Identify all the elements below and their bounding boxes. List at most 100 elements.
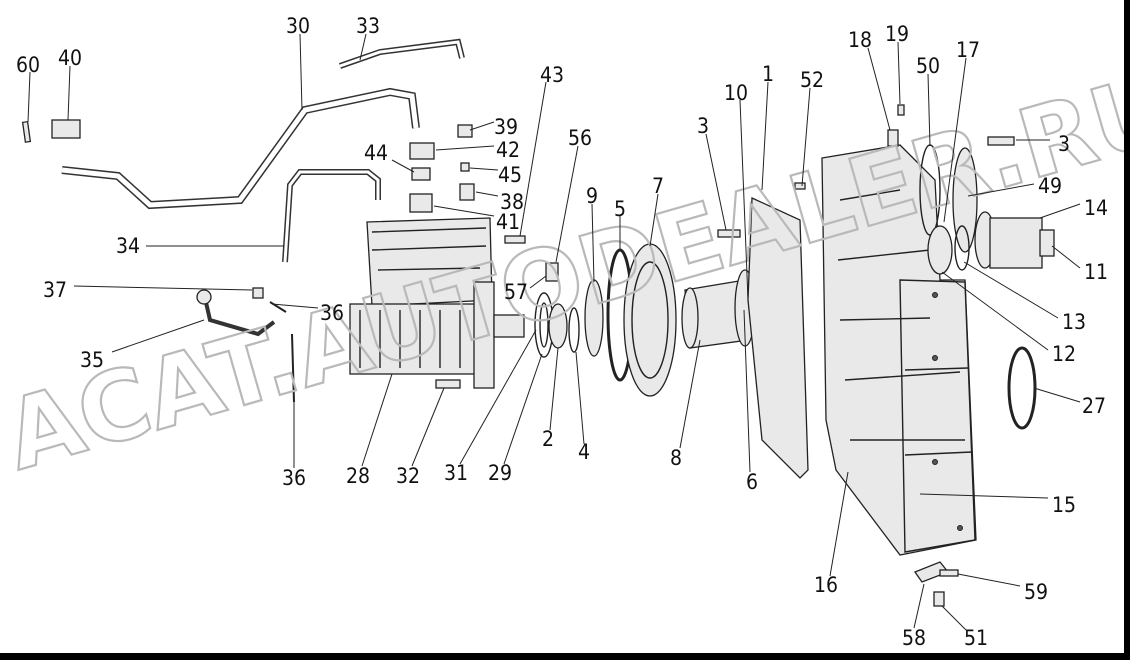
- part-33-hose: [339, 38, 465, 69]
- part-12-gear: [927, 225, 953, 275]
- callout-label-5: 5: [614, 197, 626, 221]
- leader-line-59: [957, 573, 1021, 587]
- part-51-bolt: [933, 591, 945, 607]
- callout-label-52: 52: [800, 68, 824, 92]
- leader-line-8: [679, 339, 701, 449]
- callout-label-50: 50: [916, 54, 940, 78]
- leader-line-6: [743, 309, 751, 473]
- part-37-bolt: [252, 287, 264, 299]
- parts-drawing: [21, 38, 1055, 607]
- part-35-line: [203, 297, 276, 337]
- leader-line-43: [519, 81, 547, 237]
- part-38-fitting: [459, 183, 475, 201]
- callout-label-28: 28: [346, 464, 370, 488]
- callout-label-19: 19: [885, 22, 909, 46]
- leader-line-9: [591, 203, 595, 283]
- leader-line-49: [967, 183, 1035, 197]
- part-13-ring: [954, 225, 970, 271]
- leader-line-7: [649, 193, 659, 247]
- leader-line-4: [575, 351, 585, 445]
- callout-label-39: 39: [494, 115, 518, 139]
- callout-label-45: 45: [498, 163, 522, 187]
- part-43-bolt: [504, 235, 526, 244]
- part-28-compressor: [349, 217, 525, 389]
- leader-line-27: [1033, 387, 1081, 403]
- callout-label-29: 29: [488, 461, 512, 485]
- leader-line-52: [801, 87, 811, 187]
- leader-line-37: [73, 285, 253, 291]
- leader-line-32: [411, 387, 445, 467]
- callout-label-17: 17: [956, 38, 980, 62]
- callout-label-16: 16: [814, 573, 838, 597]
- leader-line-16: [829, 471, 849, 577]
- leader-line-50: [927, 73, 931, 147]
- callout-label-35: 35: [80, 348, 104, 372]
- callout-label-34: 34: [116, 234, 140, 258]
- leader-line-60: [27, 71, 31, 123]
- callout-label-9: 9: [586, 184, 598, 208]
- callout-label-12: 12: [1052, 342, 1076, 366]
- leader-line-11: [1051, 245, 1081, 269]
- callout-label-40: 40: [58, 46, 82, 70]
- part-42-nut: [409, 142, 435, 160]
- leader-line-29: [503, 353, 543, 465]
- callout-label-41: 41: [496, 210, 520, 234]
- callout-label-60: 60: [16, 53, 40, 77]
- leader-line-10: [739, 99, 749, 301]
- leader-line-40: [67, 65, 71, 121]
- callout-label-10: 10: [724, 81, 748, 105]
- leader-line-13: [963, 261, 1059, 319]
- part-30-hose: [61, 87, 420, 210]
- callout-label-3b: 3: [1058, 132, 1070, 156]
- callout-label-37: 37: [43, 278, 67, 302]
- callout-label-31: 31: [444, 461, 468, 485]
- part-39-fitting: [457, 124, 473, 138]
- leader-line-31: [459, 329, 537, 465]
- part-3-bolt: [717, 229, 741, 238]
- leader-line-35: [111, 319, 205, 353]
- part-34-pipe: [282, 169, 381, 263]
- part-40-block: [51, 119, 81, 139]
- leader-line-28: [361, 373, 393, 467]
- callout-label-14: 14: [1084, 196, 1108, 220]
- leader-line-39: [469, 121, 495, 131]
- leader-line-33: [359, 33, 367, 61]
- leader-line-41: [433, 205, 495, 217]
- callout-label-49: 49: [1038, 174, 1062, 198]
- leader-line-15: [919, 493, 1049, 499]
- callout-label-51: 51: [964, 626, 988, 650]
- callout-label-59: 59: [1024, 580, 1048, 604]
- leader-line-17: [943, 57, 967, 223]
- leader-line-2: [549, 347, 559, 431]
- leader-line-45: [469, 167, 499, 171]
- part-60-pin: [21, 120, 32, 143]
- callout-label-42: 42: [496, 138, 520, 162]
- callout-label-57: 57: [504, 280, 528, 304]
- leader-line-44: [391, 159, 415, 173]
- callout-label-15: 15: [1052, 493, 1076, 517]
- callout-label-32: 32: [396, 464, 420, 488]
- callout-label-4: 4: [578, 440, 590, 464]
- leader-line-38: [475, 191, 499, 197]
- leader-line-3a: [705, 133, 727, 231]
- part-11-pump: [974, 211, 1055, 269]
- leader-line-18: [867, 47, 891, 131]
- callout-label-33: 33: [356, 14, 380, 38]
- part-18-bolt: [887, 129, 899, 147]
- callout-label-2: 2: [542, 427, 554, 451]
- callout-label-30: 30: [286, 14, 310, 38]
- leader-line-36a: [271, 303, 319, 309]
- leader-line-14: [1039, 203, 1081, 219]
- part-44-fitting: [411, 167, 431, 181]
- callout-label-27: 27: [1082, 394, 1106, 418]
- leader-line-1: [761, 81, 769, 191]
- callout-label-43: 43: [540, 63, 564, 87]
- callout-label-36b: 36: [282, 466, 306, 490]
- callout-label-38: 38: [500, 190, 524, 214]
- callout-label-11: 11: [1084, 260, 1108, 284]
- callout-label-58: 58: [902, 626, 926, 650]
- leader-line-19: [897, 41, 901, 105]
